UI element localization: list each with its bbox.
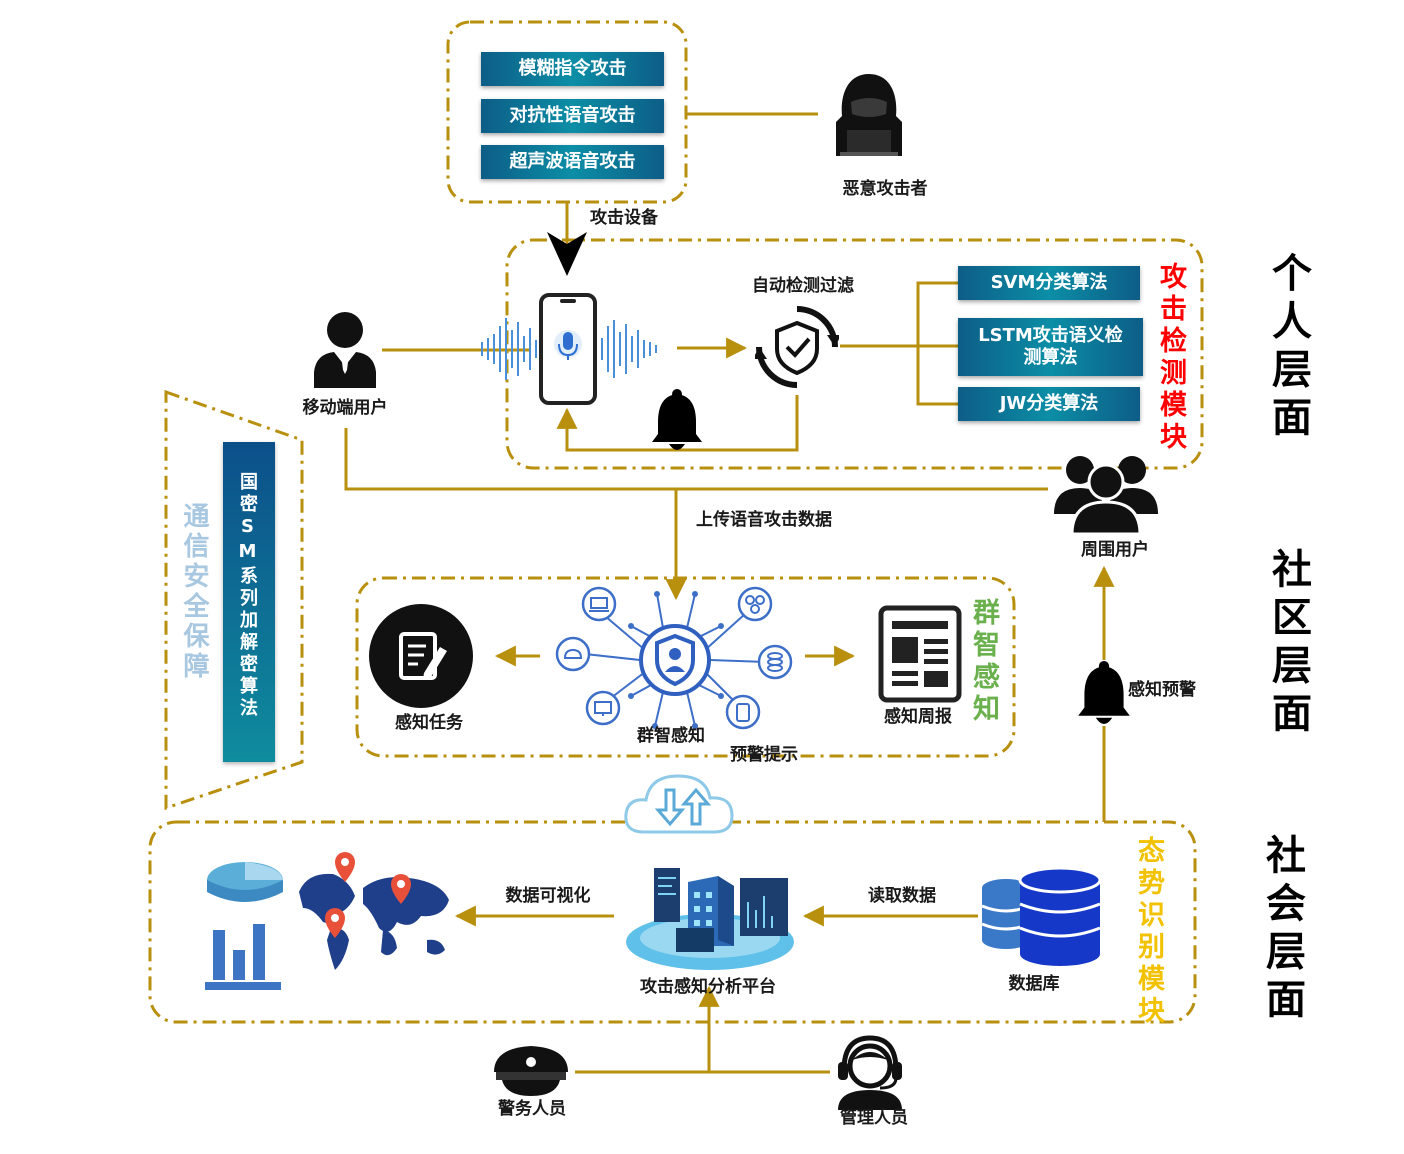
personal-module-frame (505, 238, 1204, 470)
mobile-user-label: 移动端用户 (302, 398, 388, 418)
arrow-down-icon (547, 232, 587, 276)
bell-icon (652, 389, 702, 450)
community-layer-label: 社区层面 (1265, 548, 1311, 740)
admin-headset-icon (838, 1035, 902, 1110)
algo-svm: SVM分类算法 (958, 266, 1140, 300)
police-label: 警务人员 (498, 1099, 566, 1119)
admin-label: 管理人员 (840, 1108, 908, 1128)
attack-method-ultrasonic: 超声波语音攻击 (481, 145, 664, 179)
algo-jw: JW分类算法 (958, 387, 1140, 421)
auto-detect-label: 自动检测过滤 (752, 276, 854, 296)
task-edit-icon (369, 604, 473, 708)
sensing-task-label: 感知任务 (395, 713, 463, 733)
shield-check-icon (755, 306, 839, 388)
personal-layer-label: 个人层面 (1265, 252, 1311, 444)
sm-crypto-label: 国密SM系列加解密算法 (237, 472, 258, 720)
data-visualization-label: 数据可视化 (505, 886, 591, 906)
crowd-sensing-module-label: 群智感知 (968, 598, 999, 726)
police-cap-icon (494, 1046, 568, 1096)
comm-security-label: 通信安全保障 (179, 502, 209, 682)
smartphone-icon (539, 293, 597, 405)
situation-recognition-module-label: 态势识别模块 (1133, 836, 1164, 1028)
attack-method-adversarial: 对抗性语音攻击 (481, 99, 664, 133)
attack-device-label: 攻击设备 (590, 208, 658, 228)
database-label: 数据库 (1008, 974, 1060, 994)
database-icon (981, 866, 1102, 966)
analysis-platform-icon (626, 868, 794, 970)
analysis-platform-label: 攻击感知分析平台 (640, 977, 776, 997)
bell-warning-icon (1078, 661, 1130, 724)
nearby-users-label: 周围用户 (1081, 540, 1149, 560)
sensing-warning-label: 感知预警 (1128, 680, 1196, 700)
sound-wave-icon (481, 318, 657, 380)
sm-crypto-panel: 国密SM系列加解密算法 (223, 442, 275, 762)
users-group-icon (1054, 456, 1158, 534)
community-module-frame (355, 576, 1016, 758)
algo-lstm: LSTM攻击语义检测算法 (958, 318, 1143, 376)
crowd-sensing-label: 群智感知 (637, 726, 705, 746)
sensing-weekly-label: 感知周报 (884, 707, 952, 727)
security-frame (164, 389, 304, 811)
crowd-sensing-network-icon (555, 586, 793, 730)
attack-method-fuzzy: 模糊指令攻击 (481, 52, 664, 86)
upload-data-label: 上传语音攻击数据 (696, 510, 832, 530)
weekly-report-icon (878, 605, 962, 703)
attack-detection-module-label: 攻击检测模块 (1155, 262, 1186, 454)
society-layer-label: 社会层面 (1259, 834, 1305, 1026)
hacker-icon (836, 74, 902, 156)
warning-hint-label: 预警提示 (730, 745, 798, 765)
attacker-label: 恶意攻击者 (842, 179, 928, 199)
bar-chart-pie-icon (205, 862, 283, 990)
world-map-icon (299, 852, 449, 970)
cloud-sync-icon (624, 774, 734, 834)
read-data-label: 读取数据 (868, 886, 936, 906)
mobile-user-icon (314, 312, 376, 388)
